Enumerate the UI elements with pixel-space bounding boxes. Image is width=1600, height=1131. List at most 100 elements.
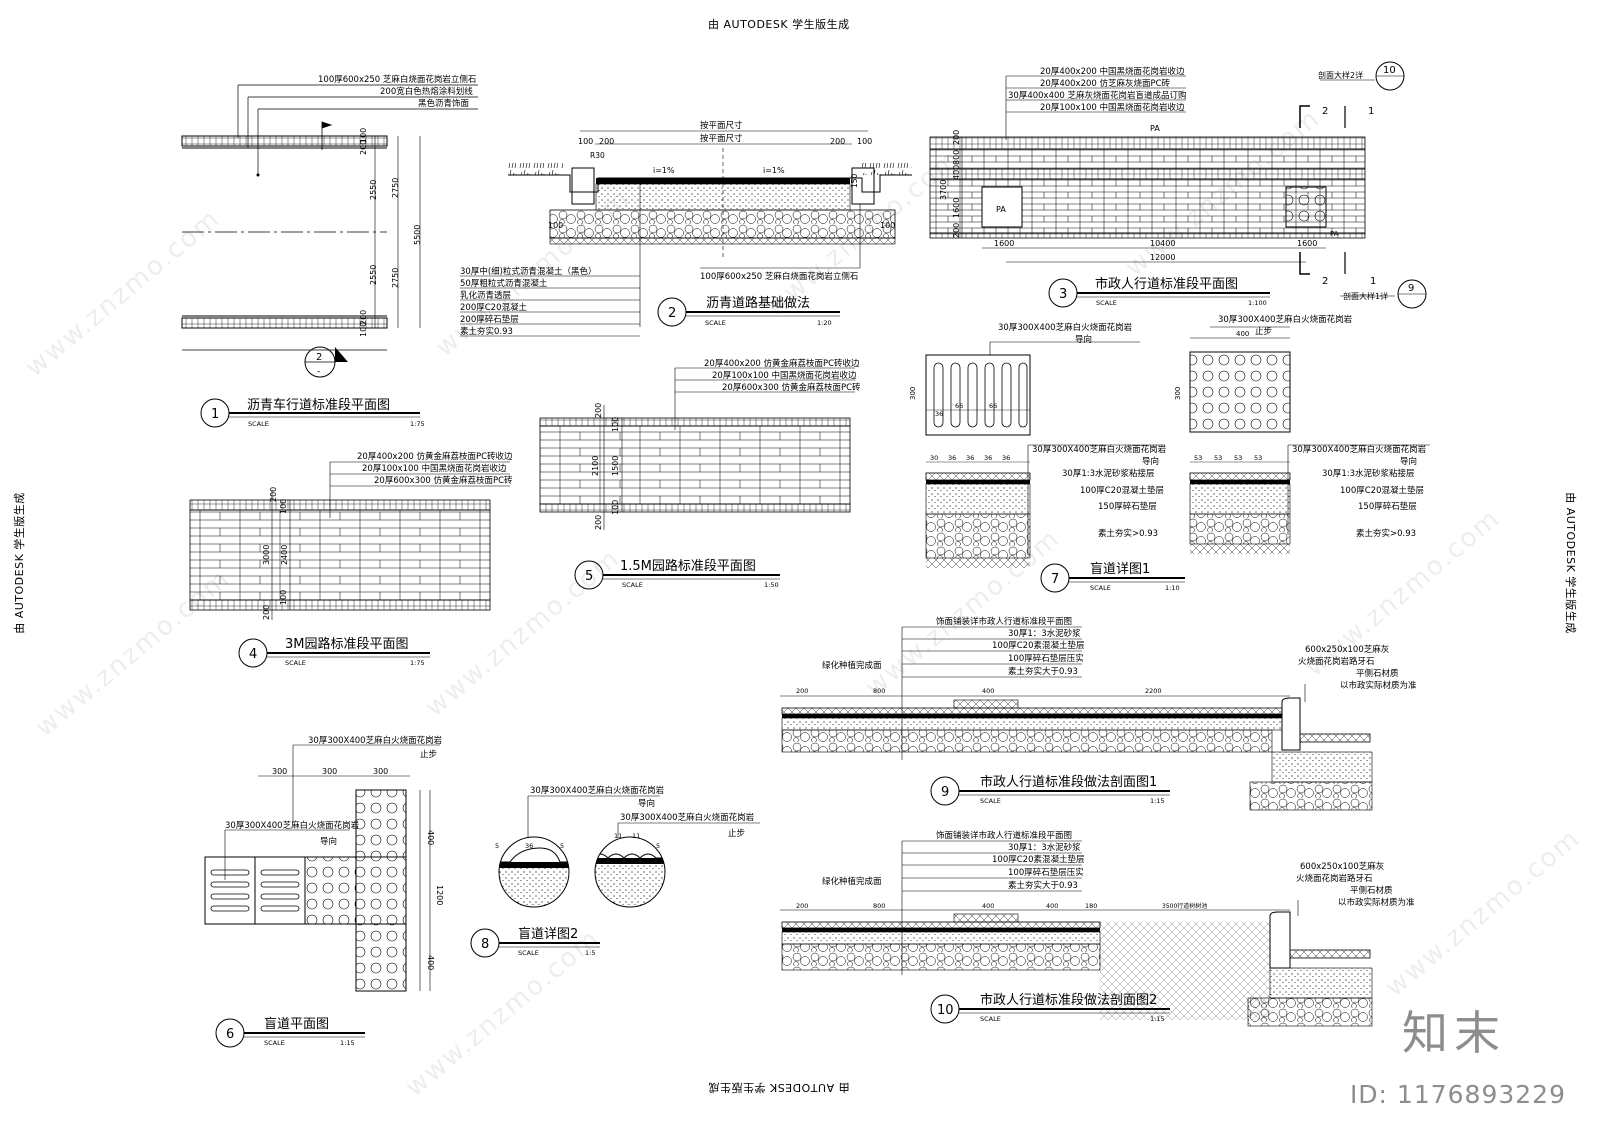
d2-scale-label: SCALE (705, 319, 726, 327)
dim-label: 36 (984, 454, 992, 462)
dim-label: 180 (1085, 902, 1097, 910)
d10-note: 100厚碎石垫层压实 (1008, 867, 1084, 878)
d7-layer: 素土夯实>0.93 (1356, 528, 1416, 539)
dim-label: 300 (322, 767, 337, 776)
d9-note: 素土夯实大于0.93 (1008, 666, 1078, 677)
d10-note-right: 以市政实际材质为准 (1338, 897, 1415, 908)
dim-label: 200 (359, 140, 368, 155)
dim-label: 53 (1234, 454, 1242, 462)
d2-note: 素土夯实0.93 (460, 326, 513, 337)
dim-label: 200 (796, 902, 808, 910)
dim-label: 2550 (369, 265, 378, 285)
dim-label: 200 (262, 605, 271, 620)
d3-scale-label: SCALE (1096, 299, 1117, 307)
dim-label: 1200 (435, 885, 444, 905)
section-sub: - (317, 367, 320, 377)
d4-note: 20厚100x100 中国黑烧面花岗岩收边 (362, 463, 507, 474)
dim-label: 5 (560, 842, 564, 850)
d10-note-right: 平侧石材质 (1350, 885, 1393, 896)
pa-label: PA (1150, 124, 1160, 133)
dim-label: 100 (880, 221, 895, 230)
dim-label: 100 (611, 417, 620, 432)
d3-note: 30厚400x400 芝麻灰烧面花岗岩盲道成品订购 (1008, 90, 1187, 101)
d8-note: 30厚300X400芝麻白火烧面花岗岩 (620, 812, 755, 823)
d6-note: 30厚300X400芝麻白火烧面花岗岩 (308, 735, 443, 746)
d5-scale-label: SCALE (622, 581, 643, 589)
dim-label: 66 (989, 402, 997, 410)
d9-note: 100厚碎石垫层压实 (1008, 653, 1084, 664)
d10-note-right: 火烧面花岗岩路牙石 (1296, 873, 1373, 884)
d3-ref: 剖面大样1详 (1343, 291, 1388, 301)
dim-label: 1600 (952, 198, 961, 218)
drawing-6: 300 300 300 400 1200 400 30厚300X400芝麻白火烧… (204, 735, 444, 1048)
dim-label: 2550 (369, 180, 378, 200)
d1-scale: 1:75 (410, 420, 425, 428)
stamp-top: 由 AUTODESK 学生版生成 (708, 18, 850, 31)
d3-number: 3 (1059, 287, 1067, 302)
d4-scale: 1:75 (410, 659, 425, 667)
dim-label: 53 (1214, 454, 1222, 462)
d9-number: 9 (941, 785, 949, 800)
d5-note: 20厚600x300 仿黄金麻荔枝面PC砖 (722, 382, 861, 393)
d1-scale-label: SCALE (248, 420, 269, 428)
d2-note: 30厚中(细)粒式沥青混凝土（黑色） (460, 266, 596, 277)
d2-note-right: 100厚600x250 芝麻白烧面花岗岩立侧石 (700, 271, 858, 282)
d1-note: 200宽白色热熔涂料划线 (380, 86, 473, 97)
d10-label-left: 绿化种植完成面 (822, 876, 882, 887)
dim-label: 5 (495, 842, 499, 850)
dim-label: 2200 (1145, 687, 1162, 695)
dim-label: 36 (948, 454, 956, 462)
d7-layer: 30厚1:3水泥砂浆粘接层 (1322, 468, 1415, 479)
d9-note-right: 600x250x100芝麻灰 (1305, 644, 1389, 655)
d9-label-left: 绿化种植完成面 (822, 660, 882, 671)
dim-label: 100 (279, 590, 288, 605)
dim-label: 30 (930, 454, 938, 462)
d7-layer: 150厚碎石垫层 (1358, 501, 1417, 512)
d9-note-right: 火烧面花岗岩路牙石 (1298, 656, 1375, 667)
d1-number: 1 (211, 407, 219, 422)
drawing-8: 30厚300X400芝麻白火烧面花岗岩 导向 30厚300X400芝麻白火烧面花… (470, 785, 760, 958)
dim-label: 3700 (939, 180, 948, 200)
d8-number: 8 (481, 937, 489, 952)
drawing-2: 按平面尺寸 按平面尺寸 100 200 200 100 R30 i=1% i=1… (460, 120, 912, 337)
dim-label: 2400 (280, 545, 289, 565)
d2-title: 沥青道路基础做法 (706, 295, 810, 311)
d4-note: 20厚600x300 仿黄金麻荔枝面PC砖 (374, 475, 513, 486)
d7-layer: 30厚300X400芝麻白火烧面花岗岩 (1032, 444, 1167, 455)
d3-ref-num: 9 (1408, 283, 1414, 294)
d8-note: 30厚300X400芝麻白火烧面花岗岩 (530, 785, 665, 796)
pa-label: PA (1330, 230, 1339, 238)
dim-label: 800 (873, 902, 885, 910)
d6-scale: 1:15 (340, 1039, 355, 1047)
dim-label: 200 (269, 487, 278, 502)
d3-title: 市政人行道标准段平面图 (1095, 276, 1238, 292)
d7-note: 导向 (1075, 334, 1092, 345)
d7-layer: 100厚C20混凝土垫层 (1080, 485, 1164, 496)
dim-label: 400 (1236, 330, 1249, 338)
d7-note: 止步 (1255, 326, 1272, 337)
d3-scale: 1:100 (1248, 299, 1267, 307)
d3-note: 20厚100x100 中国黑烧面花岗岩收边 (1040, 102, 1185, 113)
d8-title: 盲道详图2 (518, 926, 578, 942)
d3-note: 20厚400x200 中国黑烧面花岗岩收边 (1040, 66, 1185, 77)
dim-label: 66 (955, 402, 963, 410)
dim-label: i=1% (653, 166, 675, 175)
section-mark: 2 (316, 352, 322, 363)
image-id: ID: 1176893229 (1349, 1080, 1566, 1109)
d8-scale: 1:5 (585, 949, 595, 957)
d10-title: 市政人行道标准段做法剖面图2 (980, 992, 1157, 1008)
d5-note: 20厚400x200 仿黄金麻荔枝面PC砖收边 (704, 358, 860, 369)
dim-label: 36 (1002, 454, 1010, 462)
dim-label: 2100 (591, 456, 600, 476)
dim-label: 200 (599, 137, 614, 146)
dim-label: 36 (525, 842, 533, 850)
d7-layer: 100厚C20混凝土垫层 (1340, 485, 1424, 496)
d4-scale-label: SCALE (285, 659, 306, 667)
d9-note-right: 平侧石材质 (1356, 668, 1399, 679)
d10-note: 素土夯实大于0.93 (1008, 880, 1078, 891)
d7-layer: 导向 (1400, 456, 1417, 467)
d2-topdim: 按平面尺寸 (700, 133, 743, 144)
dim-label: 300 (909, 387, 917, 400)
d9-note: 饰面铺装详市政人行道标准段平面图 (936, 616, 1072, 627)
